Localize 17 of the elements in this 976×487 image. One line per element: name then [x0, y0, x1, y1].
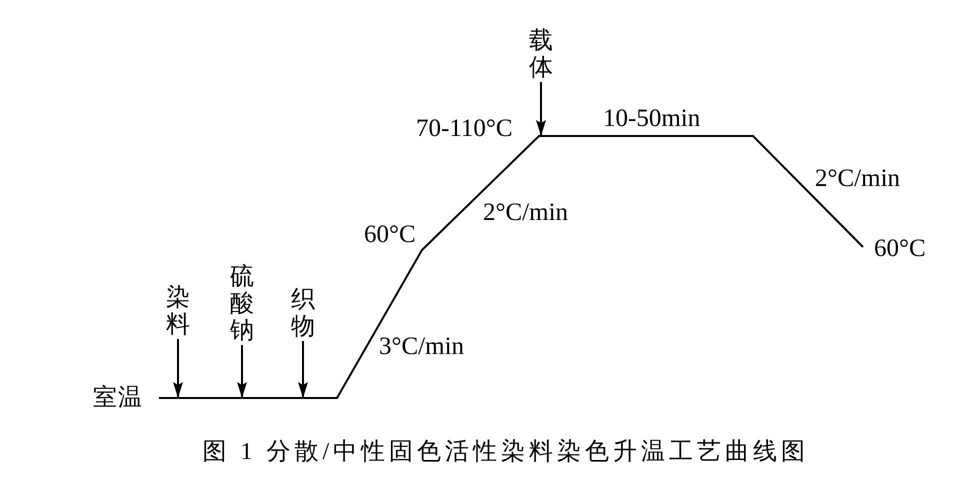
arrow [237, 345, 247, 398]
reagent-label: 染料 [166, 285, 190, 339]
rate-label: 3°C/min [379, 334, 464, 358]
rate-label: 2°C/min [815, 166, 900, 190]
duration-label: 10-50min [603, 106, 700, 130]
arrow [173, 339, 183, 398]
arrow [536, 82, 546, 136]
temperature-label: 60°C [874, 236, 926, 260]
temperature-label: 70-110°C [416, 116, 513, 140]
reagent-label: 硫酸钠 [230, 264, 254, 345]
figure-caption: 图 1 分散/中性固色活性染料染色升温工艺曲线图 [202, 440, 810, 464]
rate-label: 2°C/min [483, 200, 568, 224]
temperature-label: 60°C [364, 222, 416, 246]
arrow [298, 341, 308, 398]
reagent-label: 载体 [529, 28, 553, 82]
temperature-label: 室温 [93, 386, 143, 410]
reagent-label: 织物 [291, 287, 315, 341]
